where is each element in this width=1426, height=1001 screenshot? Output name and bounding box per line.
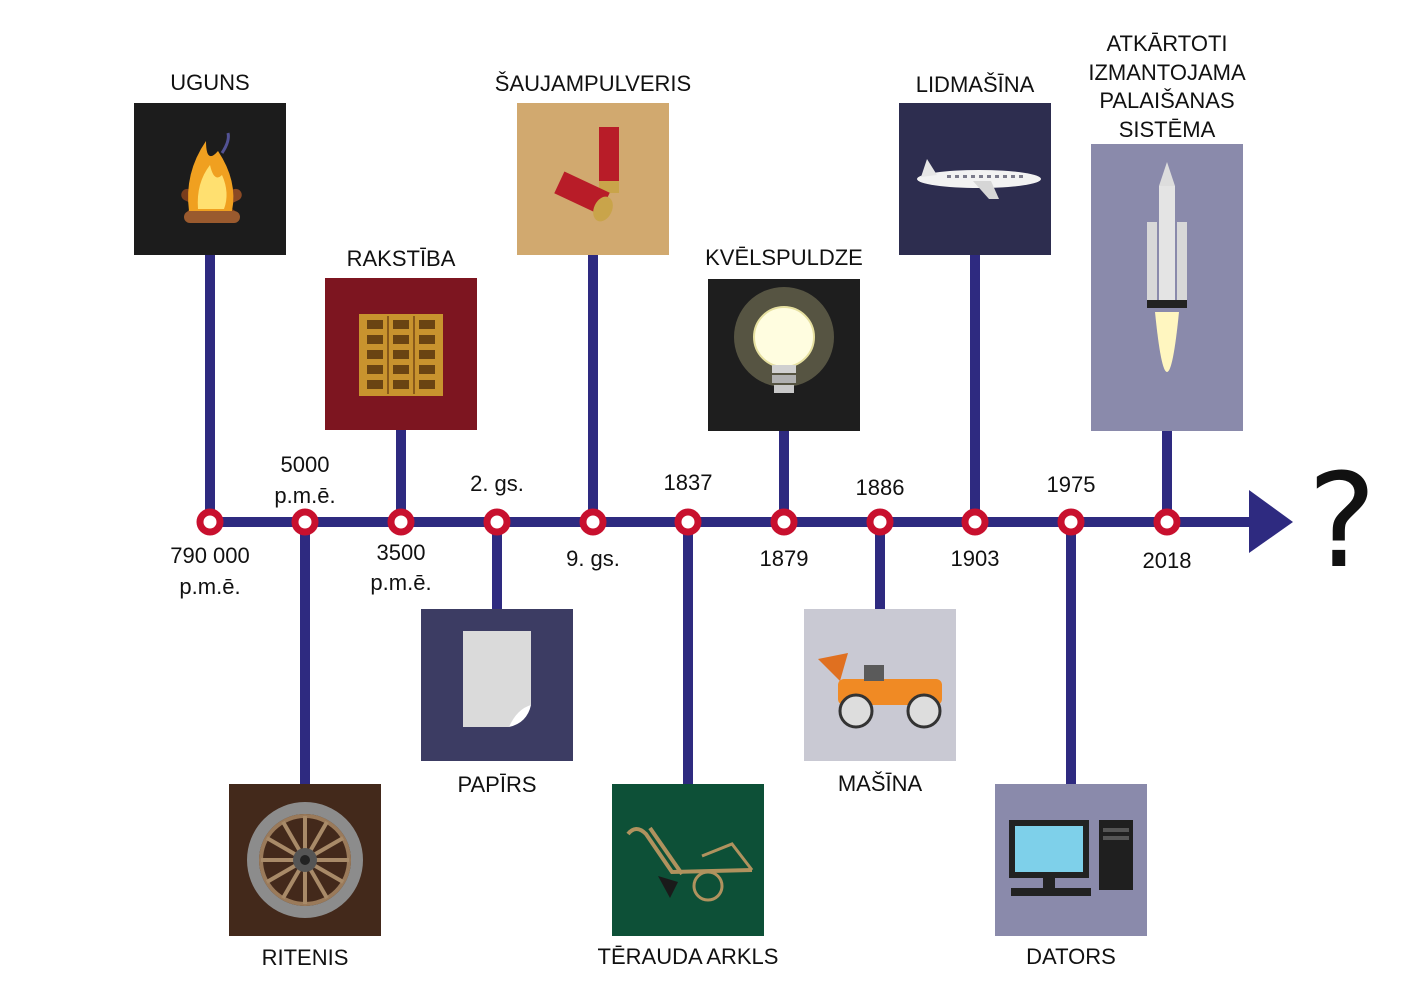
light-bulb-icon (734, 287, 834, 393)
event-date: 2. gs. (470, 471, 524, 496)
rocket-icon (1147, 162, 1187, 372)
wooden-wheel-icon (247, 802, 363, 918)
timeline-node (866, 508, 894, 536)
timeline-node (483, 508, 511, 536)
event-title: RITENIS (262, 945, 349, 970)
event-car: MAŠĪNA 1886 (804, 475, 956, 796)
campfire-icon (181, 132, 242, 223)
airplane-icon (917, 159, 1041, 199)
computer-icon (1009, 820, 1133, 896)
event-title: TĒRAUDA ARKLS (598, 944, 779, 969)
event-date: 1903 (951, 546, 1000, 571)
picture-box (517, 103, 669, 255)
future-question-mark: ? (1308, 445, 1377, 597)
timeline-node (291, 508, 319, 536)
event-title: MAŠĪNA (838, 771, 923, 796)
shotgun-shell-icon (554, 127, 619, 222)
event-date: 2018 (1143, 548, 1192, 573)
event-date: 1879 (760, 546, 809, 571)
axis-arrowhead-icon (1249, 490, 1293, 553)
event-date: 1886 (856, 475, 905, 500)
event-date: 1837 (664, 470, 713, 495)
timeline-node (1057, 508, 1085, 536)
event-title: LIDMAŠĪNA (916, 72, 1035, 97)
event-bulb: KVĒLSPULDZE 1879 (705, 245, 863, 571)
event-computer: DATORS 1975 (995, 472, 1147, 969)
event-paper: PAPĪRS 2. gs. (421, 471, 573, 797)
timeline-node (1153, 508, 1181, 536)
event-title: DATORS (1026, 944, 1116, 969)
event-title: ŠAUJAMPULVERIS (495, 71, 691, 96)
vintage-car-icon (818, 653, 942, 729)
event-title: KVĒLSPULDZE (705, 245, 863, 270)
timeline-node (770, 508, 798, 536)
timeline-node (196, 508, 224, 536)
event-title: UGUNS (170, 70, 249, 95)
timeline-node (579, 508, 607, 536)
event-title: PAPĪRS (457, 772, 536, 797)
event-airplane: LIDMAŠĪNA 1903 (899, 72, 1051, 571)
picture-box (612, 784, 764, 936)
timeline-node (387, 508, 415, 536)
event-date: 9. gs. (566, 546, 620, 571)
paper-sheet-icon (463, 631, 531, 727)
timeline-node (674, 508, 702, 536)
hieroglyph-tablet-icon (359, 314, 443, 396)
timeline-node (961, 508, 989, 536)
event-title: RAKSTĪBA (347, 246, 456, 271)
event-gunpowder: ŠAUJAMPULVERIS 9. gs. (495, 71, 691, 571)
event-date: 1975 (1047, 472, 1096, 497)
plow-icon (626, 826, 754, 902)
event-plow: TĒRAUDA ARKLS 1837 (598, 470, 779, 969)
